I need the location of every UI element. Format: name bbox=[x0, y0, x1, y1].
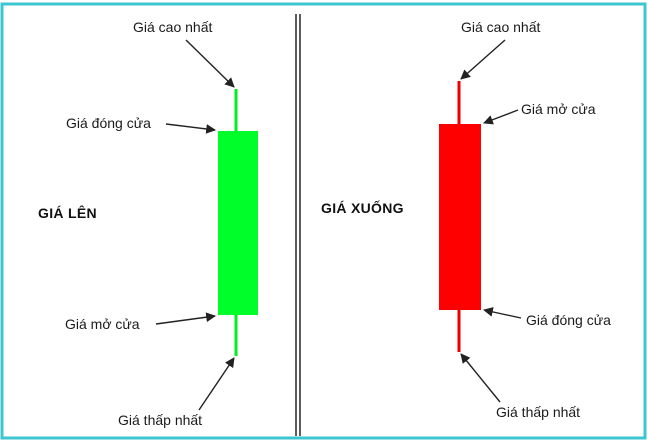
arrow-right-low bbox=[460, 353, 501, 403]
left-panel-title: GIÁ LÊN bbox=[38, 205, 97, 221]
arrow-right-close bbox=[483, 307, 522, 319]
right-label-close: Giá đóng cửa bbox=[526, 312, 611, 328]
left-label-low: Giá thấp nhất bbox=[118, 412, 203, 428]
right-label-low: Giá thấp nhất bbox=[496, 404, 581, 420]
bullish-candle-body bbox=[218, 131, 258, 315]
arrow-right-high bbox=[460, 39, 506, 80]
arrow-left-high bbox=[185, 39, 235, 88]
arrow-left-close bbox=[165, 123, 216, 134]
left-label-high: Giá cao nhất bbox=[133, 19, 213, 35]
right-label-high: Giá cao nhất bbox=[461, 19, 541, 35]
right-panel-title: GIÁ XUỐNG bbox=[321, 200, 404, 216]
left-label-open: Giá mở cửa bbox=[65, 316, 140, 332]
arrow-left-low bbox=[198, 357, 235, 411]
arrow-right-open bbox=[483, 109, 519, 125]
left-label-close: Giá đóng cửa bbox=[66, 115, 151, 131]
bearish-candle-body bbox=[439, 124, 481, 310]
arrow-left-open bbox=[155, 312, 216, 325]
right-label-open: Giá mở cửa bbox=[521, 101, 596, 117]
